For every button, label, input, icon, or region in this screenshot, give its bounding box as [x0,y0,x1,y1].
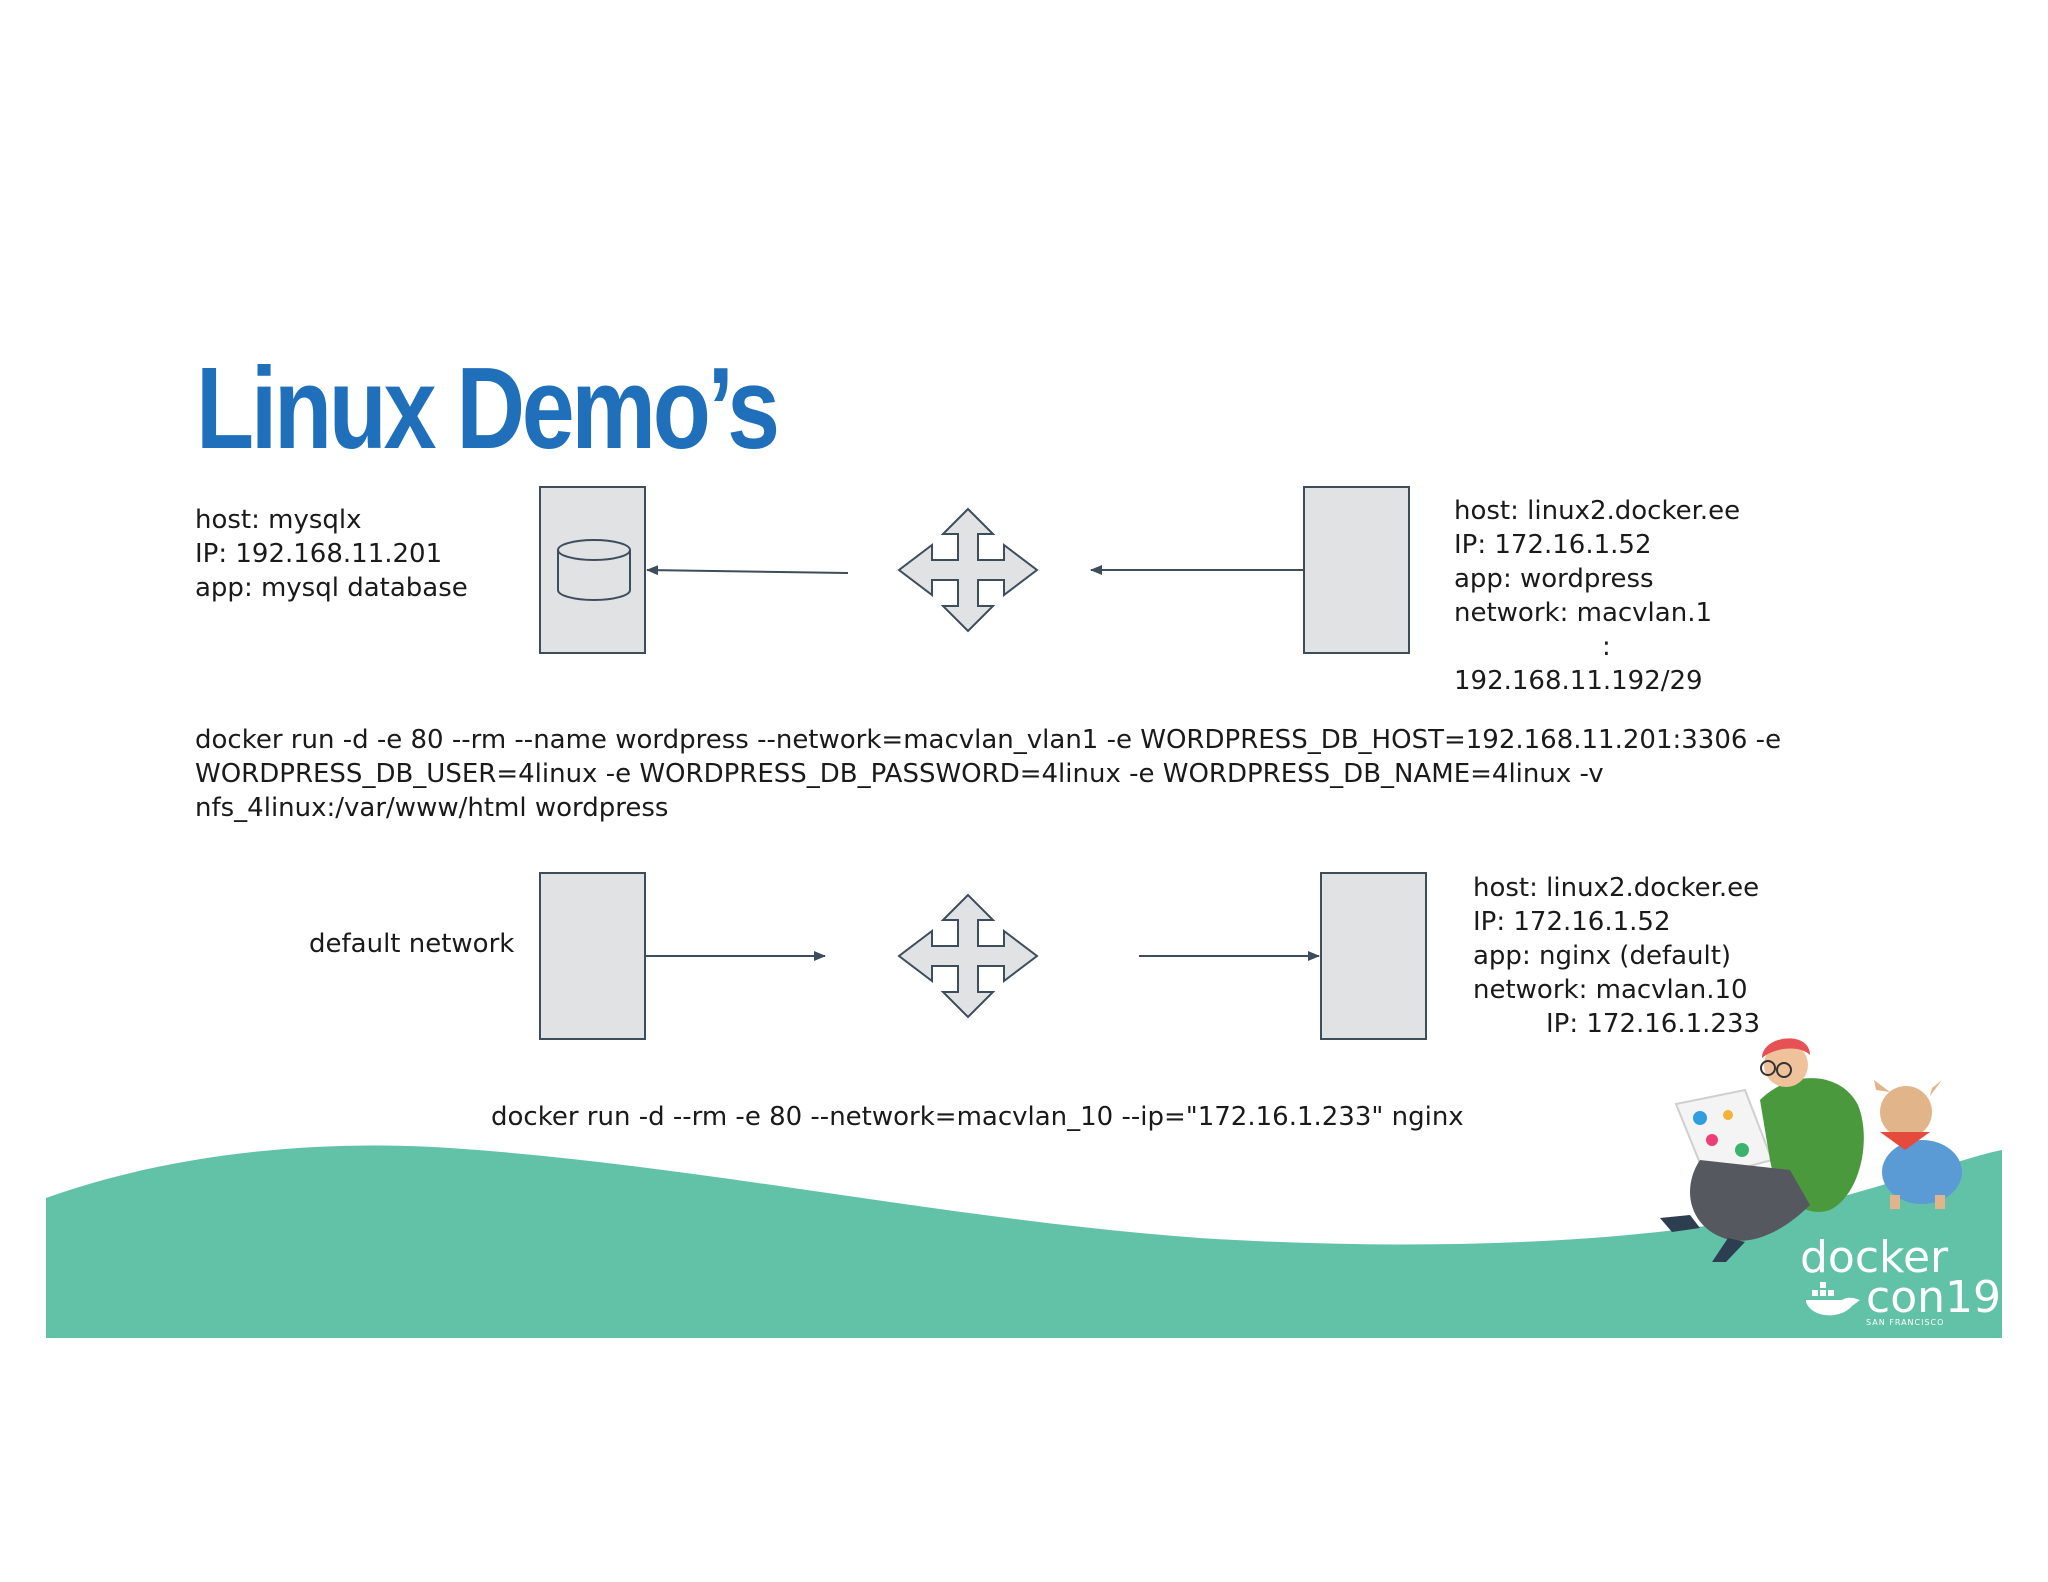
info-line: host: mysqlx [195,505,362,535]
wordpress-container-box [1303,486,1410,654]
dockercon-logo: docker con19 SAN FRANCISCO [1800,1232,2001,1328]
wordpress-command: docker run -d -e 80 --rm --name wordpres… [195,723,1781,825]
info-line: app: nginx (default) [1473,941,1732,971]
info-line: host: linux2.docker.ee [1473,873,1760,903]
database-icon [557,539,631,601]
logo-line-city: SAN FRANCISCO [1866,1318,1945,1327]
slide-title: Linux Demo’s [196,343,780,473]
info-line: IP: 172.16.1.52 [1473,907,1671,937]
wave-background [46,1145,2002,1338]
arrow-to-mysql [646,565,849,576]
command-line: docker run -d -e 80 --rm --name wordpres… [195,725,1782,755]
info-line: app: wordpress [1454,564,1654,594]
info-line: network: macvlan.10 [1473,975,1748,1005]
nginx-host-info: host: linux2.docker.ee IP: 172.16.1.52 a… [1473,871,1760,1041]
info-line: IP: 172.16.1.52 [1454,530,1652,560]
info-line: network: macvlan.1 [1454,598,1712,628]
network-hub-top-icon [897,507,1039,633]
logo-line-docker: docker [1800,1232,1949,1283]
info-line: app: mysql database [195,573,468,603]
info-line: : [1602,632,1611,662]
nginx-container-box [1320,872,1427,1040]
command-line: WORDPRESS_DB_USER=4linux -e WORDPRESS_DB… [195,759,1604,789]
nginx-command: docker run -d --rm -e 80 --network=macvl… [491,1102,1464,1132]
info-line: 192.168.11.192/29 [1454,666,1703,696]
info-line: host: linux2.docker.ee [1454,496,1741,526]
command-line: nfs_4linux:/var/www/html wordpress [195,793,669,823]
network-hub-bottom-icon [897,893,1039,1019]
wordpress-host-info: host: linux2.docker.ee IP: 172.16.1.52 a… [1454,494,1740,698]
mascot-illustration [1660,1038,1962,1316]
default-network-box [539,872,646,1040]
default-network-label: default network [309,929,515,959]
logo-line-con19: con19 [1866,1272,2001,1323]
info-line: IP: 192.168.11.201 [195,539,443,569]
mysql-host-info: host: mysqlx IP: 192.168.11.201 app: mys… [195,503,468,605]
info-line: IP: 172.16.1.233 [1546,1009,1761,1039]
